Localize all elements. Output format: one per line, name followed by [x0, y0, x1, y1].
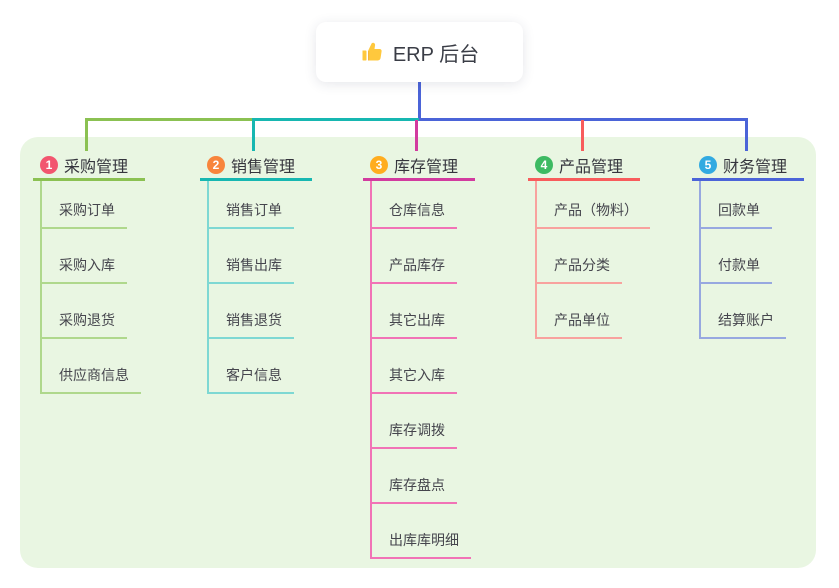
branch-number-badge: 5 — [699, 155, 717, 174]
mindmap-node[interactable]: 采购订单 — [42, 181, 127, 229]
branch-children-inventory: 仓库信息 产品库存 其它出库 其它入库 库存调拨 库存盘点 出库库明细 — [370, 181, 471, 559]
connector-drop-branch2 — [252, 118, 255, 151]
mindmap-node[interactable]: 回款单 — [701, 181, 772, 229]
branch-node-inventory[interactable]: 3 库存管理 — [363, 151, 475, 181]
mindmap-node[interactable]: 采购退货 — [42, 284, 127, 339]
mindmap-node[interactable]: 采购入库 — [42, 229, 127, 284]
branch-node-finance[interactable]: 5 财务管理 — [692, 151, 804, 181]
mindmap-node[interactable]: 产品（物料） — [537, 181, 650, 229]
root-label: ERP 后台 — [392, 43, 480, 66]
mindmap-node[interactable]: 结算账户 — [701, 284, 786, 339]
thumbs-up-icon — [360, 40, 384, 64]
connector-drop-branch5 — [745, 118, 748, 151]
mindmap-node[interactable]: 其它入库 — [372, 339, 457, 394]
mindmap-node[interactable]: 产品分类 — [537, 229, 622, 284]
connector-root-trunk — [418, 82, 421, 119]
branch-label: 财务管理 — [723, 158, 788, 176]
branch-node-purchase[interactable]: 1 采购管理 — [33, 151, 145, 181]
connector-drop-branch4 — [581, 120, 584, 151]
root-node[interactable]: ERP 后台 — [316, 22, 523, 82]
connector-horizontal-branch1 — [85, 118, 255, 121]
branch-children-sales: 销售订单 销售出库 销售退货 客户信息 — [207, 181, 294, 394]
branch-label: 产品管理 — [559, 158, 624, 176]
mindmap-node[interactable]: 客户信息 — [209, 339, 294, 394]
branch-children-product: 产品（物料） 产品分类 产品单位 — [535, 181, 650, 339]
branch-node-sales[interactable]: 2 销售管理 — [200, 151, 312, 181]
mindmap-node[interactable]: 销售出库 — [209, 229, 294, 284]
connector-drop-branch1 — [85, 118, 88, 151]
connector-horizontal-branch2 — [253, 118, 419, 121]
branches-panel — [20, 137, 816, 568]
mindmap-node[interactable]: 库存调拨 — [372, 394, 457, 449]
branch-node-product[interactable]: 4 产品管理 — [528, 151, 640, 181]
mindmap-node[interactable]: 出库库明细 — [372, 504, 471, 559]
mindmap-node[interactable]: 付款单 — [701, 229, 772, 284]
branch-label: 采购管理 — [64, 158, 129, 176]
connector-drop-branch3 — [415, 120, 418, 151]
branch-number-badge: 1 — [40, 155, 58, 174]
branch-label: 库存管理 — [394, 158, 459, 176]
mindmap-node[interactable]: 其它出库 — [372, 284, 457, 339]
mindmap-node[interactable]: 仓库信息 — [372, 181, 457, 229]
branch-label: 销售管理 — [231, 158, 296, 176]
mindmap-node[interactable]: 产品库存 — [372, 229, 457, 284]
mindmap-node[interactable]: 供应商信息 — [42, 339, 141, 394]
mindmap-node[interactable]: 产品单位 — [537, 284, 622, 339]
connector-horizontal-branch5 — [419, 118, 748, 121]
mindmap-node[interactable]: 库存盘点 — [372, 449, 457, 504]
branch-number-badge: 2 — [207, 155, 225, 174]
branch-number-badge: 3 — [370, 155, 388, 174]
branch-number-badge: 4 — [535, 155, 553, 174]
mindmap-node[interactable]: 销售订单 — [209, 181, 294, 229]
mindmap-node[interactable]: 销售退货 — [209, 284, 294, 339]
branch-children-purchase: 采购订单 采购入库 采购退货 供应商信息 — [40, 181, 141, 394]
branch-children-finance: 回款单 付款单 结算账户 — [699, 181, 786, 339]
